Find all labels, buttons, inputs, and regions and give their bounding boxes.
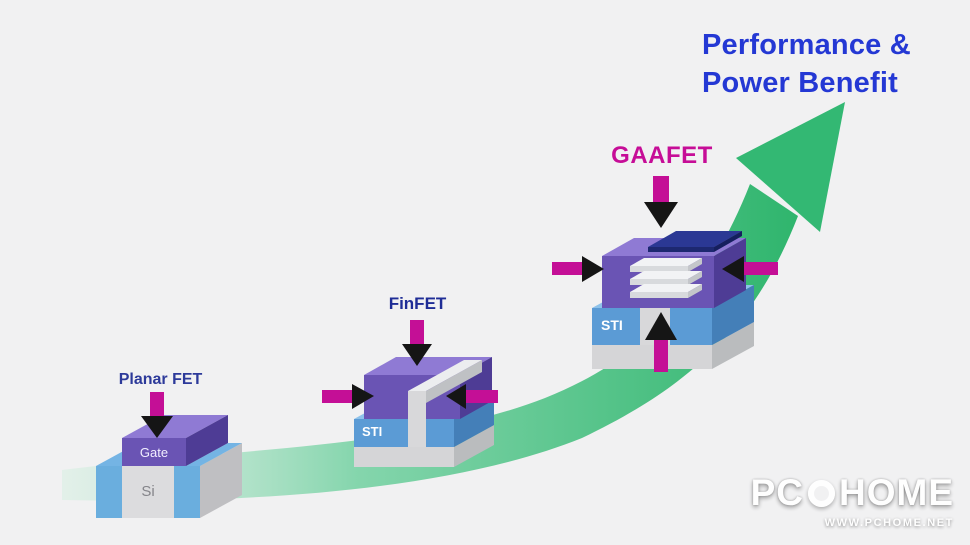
finfet-sti-front [354,419,454,447]
nanosheet-side [688,258,702,272]
planar-gate-text: Gate [139,445,169,460]
title-line-1: Performance & [702,29,911,61]
finfet-gate-arrow-top [402,320,432,366]
gaafet-sti-side [712,285,754,345]
growth-arrow-head [736,102,845,232]
finfet-fin-side [426,360,482,403]
arrow-head [446,384,466,409]
gaafet-gate-arrow-right [722,256,778,282]
planar-sd-top-right [186,443,242,466]
nanosheet-side [688,271,702,285]
arrow-head [645,312,677,340]
finfet-gate-arrow-right [446,384,498,409]
gaafet-label: GAAFET [611,142,713,169]
finfet-gate-arrow-left [322,384,374,409]
growth-arrow-graphic [62,102,845,501]
planar-fet-graphic [96,392,242,518]
arrow-head [352,384,374,409]
planar-gate-front [122,438,186,466]
planar-gate-side [186,415,228,466]
planar-substrate-text: Si [141,483,155,500]
planar-fet-label: Planar FET [118,371,203,388]
arrow-stem [552,262,582,275]
planar-sd-front-left [96,466,122,518]
arrow-head [582,256,604,282]
arrow-head [402,344,432,366]
planar-gate-arrow-top [141,392,173,438]
nanosheet-front [630,292,688,298]
gaafet-gate-arrow-left [552,256,604,282]
growth-arrow-shaft [62,184,798,501]
gaafet-top-sheet [648,231,742,252]
nanosheet-top [630,284,702,292]
arrow-stem [653,176,669,204]
pchome-url: WWW.PCHOME.NET [824,517,954,529]
finfet-fin-front [408,391,426,447]
top-sheet-top [648,231,742,247]
arrow-head [722,256,744,282]
nanosheet-side [688,284,702,298]
brand-right: HOME [839,472,954,513]
nanosheet-front [630,266,688,272]
gaafet-gate-arrow-bottom [645,312,677,372]
finfet-label: FinFET [388,294,447,313]
gaafet-substrate-front [592,345,712,369]
arrow-head [644,202,678,228]
pchome-watermark: PC HOME WWW.PCHOME.NET [751,472,954,529]
pchome-logo-icon [808,479,835,507]
finfet-sti-text: STI [362,424,383,439]
planar-sd-front-right [174,466,200,518]
arrow-stem [150,392,164,418]
gaafet-substrate-side [712,322,754,369]
title-line-2: Power Benefit [702,67,898,99]
gaafet-graphic [552,176,778,372]
arrow-stem [654,340,668,372]
finfet-sti-side [454,397,494,447]
planar-gate-top [122,415,228,438]
nanosheet-top [630,271,702,279]
arrow-head [141,416,173,438]
arrow-stem [744,262,778,275]
arrow-stem [410,320,424,346]
arrow-stem [466,390,498,403]
page-title: Performance & Power Benefit [702,26,911,102]
nanosheet-front [630,279,688,285]
nanosheet-top [630,258,702,266]
gaafet-nanosheets [630,258,702,298]
arrow-stem [322,390,352,403]
finfet-fin-top [408,360,482,391]
gaafet-sti-text: STI [601,317,623,333]
top-sheet-side [714,231,742,252]
brand-left: PC [750,472,804,513]
finfet-substrate-front [354,447,454,467]
pchome-brand: PC HOME [751,472,954,514]
top-sheet-front [648,247,714,252]
finfet-graphic [322,320,498,467]
finfet-substrate-side [454,425,494,467]
gaafet-gate-arrow-top [644,176,678,228]
planar-base-side [200,443,242,518]
